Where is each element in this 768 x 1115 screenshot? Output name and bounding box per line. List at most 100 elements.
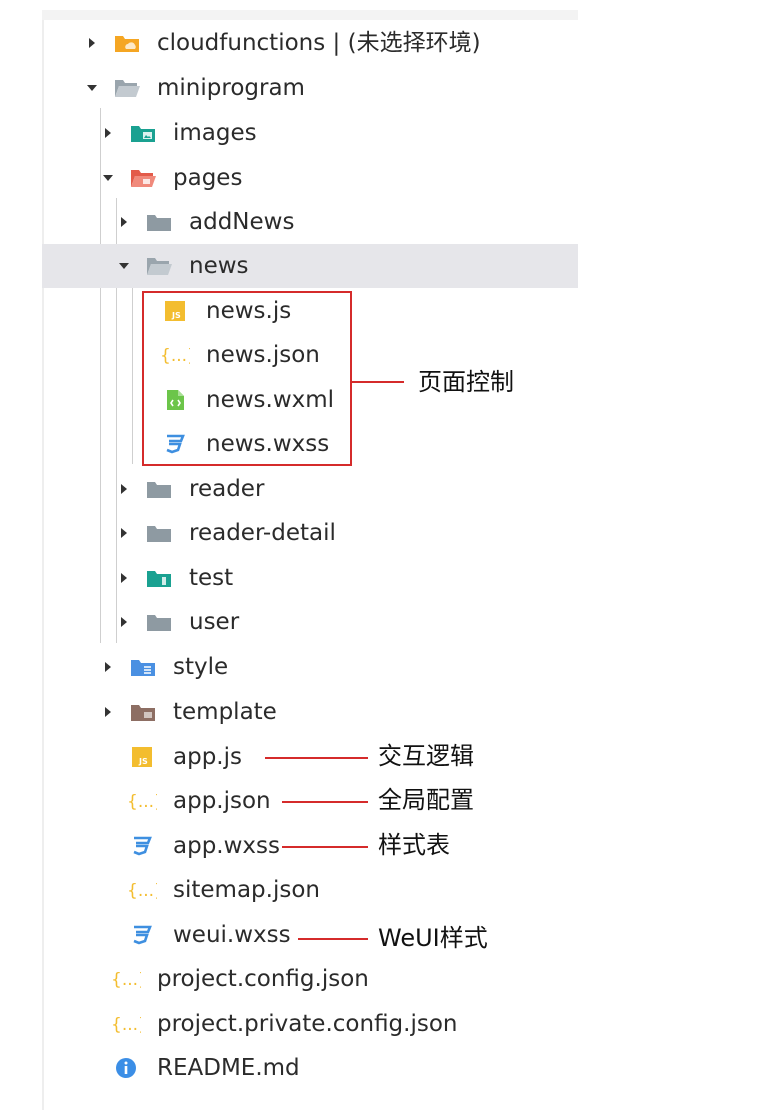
tree-item-label: style [173, 654, 229, 680]
annotation-line-stylesheet [282, 846, 368, 848]
annotation-weui-style: WeUI样式 [378, 924, 488, 952]
tree-item-reader[interactable]: reader [42, 467, 578, 511]
tree-item-label: project.config.json [157, 966, 369, 992]
js-file-icon: JS [163, 300, 187, 322]
folder-icon [146, 211, 171, 233]
svg-text:{...}: {...} [127, 792, 157, 812]
tree-item-label: app.js [173, 744, 242, 770]
tree-item-project-config[interactable]: {...} project.config.json [42, 957, 578, 1001]
tree-item-label: test [189, 565, 234, 591]
folder-icon [146, 611, 171, 633]
tree-item-label: sitemap.json [173, 877, 320, 903]
svg-text:{...}: {...} [160, 346, 190, 366]
chevron-right-icon[interactable] [100, 659, 116, 675]
svg-text:JS: JS [138, 757, 148, 766]
svg-text:{...}: {...} [127, 881, 157, 901]
indent-guide-miniprogram [100, 108, 101, 643]
tree-item-label: news.json [206, 342, 320, 368]
tree-item-label: reader-detail [189, 520, 336, 546]
chevron-right-icon[interactable] [84, 35, 100, 51]
tree-item-style[interactable]: style [42, 645, 578, 689]
chevron-down-icon[interactable] [84, 80, 100, 96]
page-files-highlight-box [142, 291, 352, 466]
svg-text:JS: JS [171, 311, 181, 320]
css3-file-icon [130, 835, 154, 857]
tree-item-label: cloudfunctions | (未选择环境) [157, 30, 481, 56]
json-file-icon: {...} [111, 1013, 141, 1035]
annotation-line-page-control [352, 381, 404, 383]
annotation-interaction-logic: 交互逻辑 [378, 742, 474, 770]
images-folder-icon [130, 122, 155, 144]
chevron-right-icon[interactable] [116, 525, 132, 541]
tree-item-sitemap-json[interactable]: {...} sitemap.json [42, 868, 578, 912]
tree-item-label: template [173, 699, 277, 725]
tree-item-weui-wxss[interactable]: weui.wxss [42, 913, 578, 957]
chevron-down-icon[interactable] [116, 258, 132, 274]
tree-item-label: weui.wxss [173, 922, 291, 948]
wxml-file-icon [164, 389, 188, 411]
tree-item-label: news.wxss [206, 431, 330, 457]
svg-text:{...}: {...} [111, 1015, 141, 1035]
tree-item-label: project.private.config.json [157, 1011, 458, 1037]
tree-item-user[interactable]: user [42, 600, 578, 644]
annotation-line-global-config [282, 801, 368, 803]
tree-item-addnews[interactable]: addNews [42, 200, 578, 244]
file-explorer-panel [42, 10, 578, 1110]
tree-item-readme[interactable]: README.md [42, 1046, 578, 1090]
tree-item-label: app.wxss [173, 833, 280, 859]
js-file-icon: JS [130, 746, 154, 768]
tree-item-label: reader [189, 476, 265, 502]
tree-item-label: news.js [206, 298, 292, 324]
tree-item-label: README.md [157, 1055, 300, 1081]
json-file-icon: {...} [111, 968, 141, 990]
chevron-right-icon[interactable] [116, 481, 132, 497]
chevron-right-icon[interactable] [100, 704, 116, 720]
json-file-icon: {...} [127, 790, 157, 812]
tree-item-label: images [173, 120, 257, 146]
tree-item-miniprogram[interactable]: miniprogram [42, 66, 578, 110]
style-folder-icon [130, 656, 155, 678]
chevron-right-icon[interactable] [116, 570, 132, 586]
tree-item-label: news.wxml [206, 387, 335, 413]
tree-item-app-wxss[interactable]: app.wxss [42, 824, 578, 868]
annotation-page-control: 页面控制 [418, 368, 514, 396]
chevron-right-icon[interactable] [116, 614, 132, 630]
tree-item-project-private-config[interactable]: {...} project.private.config.json [42, 1002, 578, 1046]
tree-item-label: app.json [173, 788, 271, 814]
tree-item-label: user [189, 609, 240, 635]
tree-item-reader-detail[interactable]: reader-detail [42, 511, 578, 555]
indent-guide-news [132, 288, 133, 464]
panel-left-edge [42, 20, 44, 1110]
tree-item-app-js[interactable]: JS app.js [42, 735, 578, 779]
tree-item-news-js[interactable]: JS news.js [42, 289, 578, 333]
chevron-right-icon[interactable] [100, 125, 116, 141]
annotation-line-weui-style [298, 938, 368, 940]
chevron-down-icon[interactable] [100, 170, 116, 186]
open-folder-icon [146, 255, 172, 277]
info-icon [114, 1057, 138, 1079]
css3-file-icon [163, 433, 187, 455]
json-file-icon: {...} [160, 344, 190, 366]
chevron-right-icon[interactable] [116, 214, 132, 230]
annotation-global-config: 全局配置 [378, 786, 474, 814]
tree-item-news-wxml[interactable]: news.wxml [42, 378, 578, 422]
tree-item-app-json[interactable]: {...} app.json [42, 779, 578, 823]
tree-item-cloudfunctions[interactable]: cloudfunctions | (未选择环境) [42, 21, 578, 65]
tree-item-label: miniprogram [157, 75, 305, 101]
template-folder-icon [130, 701, 155, 723]
tree-item-test[interactable]: test [42, 556, 578, 600]
json-file-icon: {...} [127, 879, 157, 901]
cloud-folder-icon [114, 32, 139, 54]
open-folder-icon [114, 77, 140, 99]
tree-item-news-json[interactable]: {...} news.json [42, 333, 578, 377]
tree-item-pages[interactable]: pages [42, 156, 578, 200]
tree-item-label: addNews [189, 209, 295, 235]
tree-item-template[interactable]: template [42, 690, 578, 734]
pages-folder-icon [130, 167, 156, 189]
tree-item-news[interactable]: news [42, 244, 578, 288]
tree-item-images[interactable]: images [42, 111, 578, 155]
indent-guide-pages [116, 198, 117, 643]
folder-icon [146, 478, 171, 500]
folder-icon [146, 522, 171, 544]
tree-item-news-wxss[interactable]: news.wxss [42, 422, 578, 466]
